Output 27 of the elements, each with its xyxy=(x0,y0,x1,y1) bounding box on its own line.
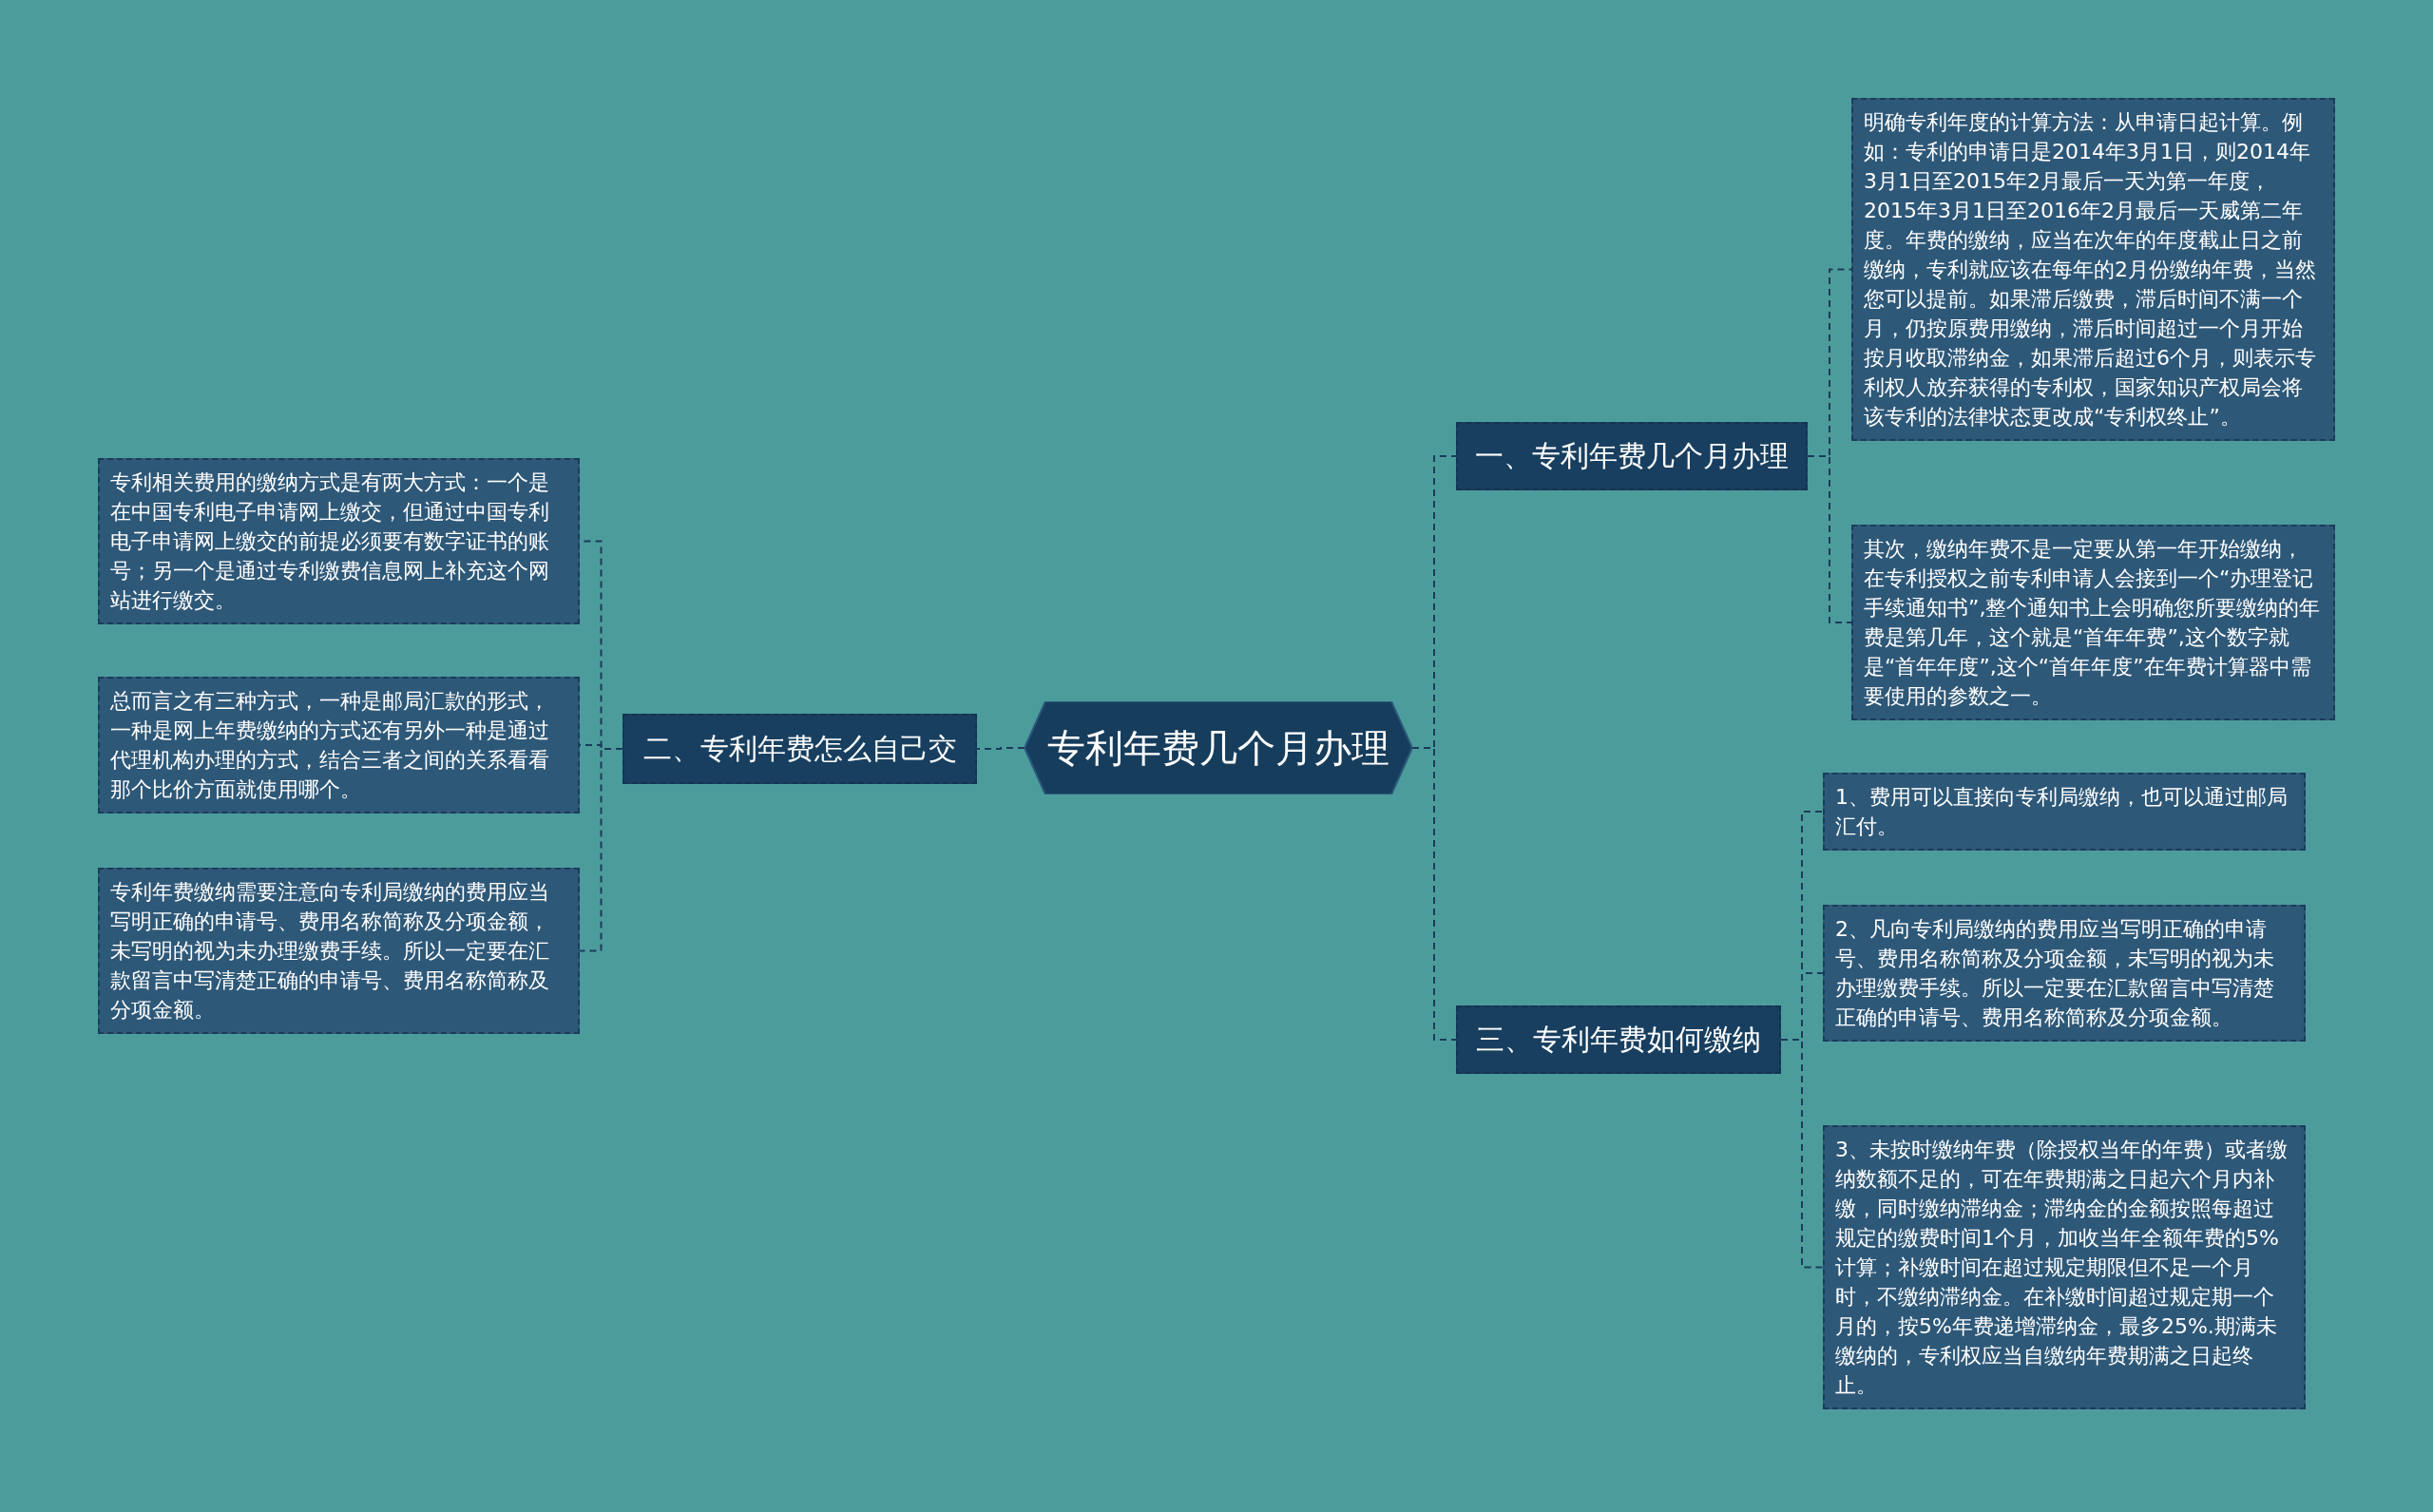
topic-text: 专利年费几个月办理 xyxy=(1047,724,1389,772)
note-card xyxy=(1823,905,2306,1042)
topic-text: 专利年费缴纳需要注意向专利局缴纳的费用应当写明正确的申请号、费用名称简称及分项金额，未写明的视为未办理缴费手续。所以一定要在汇款留言中写清楚正确的申请号、费用名称简称及分项金额。 xyxy=(110,880,549,1022)
connector-line xyxy=(1780,1039,1824,1269)
note-card xyxy=(1823,773,2306,851)
connector-line xyxy=(1411,747,1457,1041)
note-card xyxy=(98,677,580,813)
connector-line xyxy=(1807,455,1852,623)
topic-text: 2、凡向专利局缴纳的费用应当写明正确的申请号、费用名称简称及分项金额，未写明的视为未办理缴费手续。所以一定要在汇款留言中写清楚正确的申请号、费用名称简称及分项金额。 xyxy=(1835,917,2274,1029)
topic-text: 1、费用可以直接向专利局缴纳，也可以通过邮局汇付。 xyxy=(1835,785,2288,838)
topic-text: 明确专利年度的计算方法：从申请日起计算。例如：专利的申请日是2014年3月1日，则2014年3月1日至2015年2月最后一天为第一年度，2015年3月1日至2016年2月最后一天威第二年度。年费的缴纳，应当在次年的年度截止日之前缴纳，专利就应该在每年的2月份缴纳年费，当然您可以提前。如果滞后缴费，滞后时间不满一个月，仍按原费用缴纳，滞后时间超过一个月开始按月收取滞纳金，如果滞后超过6个月，则表示专利权人放弃获得的专利权，国家知识产权局会将该专利的法律状态更改成“专利权终止”。 xyxy=(1864,110,2316,429)
topic-text: 专利相关费用的缴纳方式是有两大方式：一个是在中国专利电子申请网上缴交，但通过中国专利电子申请网上缴交的前提必须要有数字证书的账号；另一个是通过专利缴费信息网上补充这个网站进行缴交。 xyxy=(110,470,549,612)
note-card xyxy=(98,458,580,624)
connector-line xyxy=(976,747,1025,750)
central-topic xyxy=(1025,701,1412,794)
topic-text: 3、未按时缴纳年费（除授权当年的年费）或者缴纳数额不足的，可在年费期满之日起六个月内补缴，同时缴纳滞纳金；滞纳金的金额按照每超过规定的缴费时间1个月，加收当年全额年费的5%计算；补缴时间在超过规定期限但不足一个月时，不缴纳滞纳金。在补缴时间超过规定期一个月的，按5%年费递增滞纳金，最多25%.期满未缴纳的，专利权应当自缴纳年费期满之日起终止。 xyxy=(1835,1138,2288,1397)
branch-topic xyxy=(1456,422,1808,490)
note-card xyxy=(98,868,580,1034)
branch-topic xyxy=(623,714,977,784)
topic-text: 三、专利年费如何缴纳 xyxy=(1476,1021,1761,1058)
topic-text: 总而言之有三种方式，一种是邮局汇款的形式，一种是网上年费缴纳的方式还有另外一种是通过代理机构办理的方式，结合三者之间的关系看看那个比价方面就使用哪个。 xyxy=(110,689,549,801)
connector-line xyxy=(579,748,623,952)
topic-text: 其次，缴纳年费不是一定要从第一年开始缴纳，在专利授权之前专利申请人会接到一个“办理登记手续通知书”,整个通知书上会明确您所要缴纳的年费是第几年，这个就是“首年年费”,这个数字就是“首年年度”,这个“首年年度”在年费计算器中需要使用的参数之一。 xyxy=(1864,537,2321,708)
branch-topic xyxy=(1456,1005,1781,1074)
note-card xyxy=(1851,525,2335,720)
topic-text: 二、专利年费怎么自己交 xyxy=(642,730,957,767)
topic-text: 一、专利年费几个月办理 xyxy=(1475,437,1789,474)
